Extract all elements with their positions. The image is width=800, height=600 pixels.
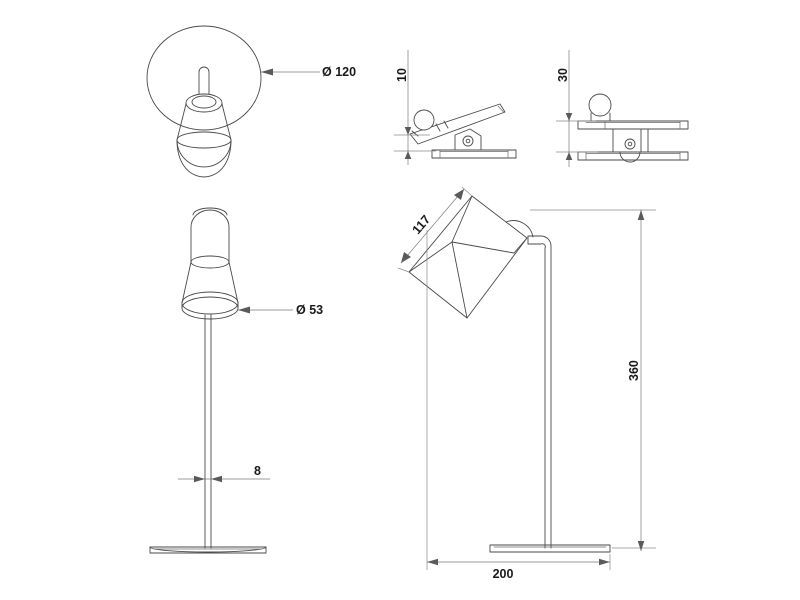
dim-label-200: 200	[493, 567, 514, 581]
dim-ext-117-high	[461, 186, 473, 197]
front-shade-rim-outer	[181, 291, 239, 315]
detail2-pivot-center	[627, 141, 633, 147]
view-detail-level: 30	[556, 50, 689, 167]
detail1-arm-cap	[497, 105, 505, 113]
dim-arrow-360-bottom	[637, 541, 645, 551]
dim-arrow-10-top	[404, 127, 412, 135]
dim-label-360: 360	[627, 360, 641, 381]
dim-label-dia53: Ø 53	[296, 303, 323, 317]
detail2-ball-head	[588, 93, 612, 117]
dim-arrow-360-top	[637, 210, 645, 220]
dim-arrow-117-low	[401, 252, 411, 263]
dim-label-30: 30	[556, 68, 570, 82]
side-base-plate	[489, 544, 611, 553]
detail1-arm	[409, 103, 506, 145]
front-shade-rim-edges	[181, 302, 239, 309]
front-head-top-arc	[192, 207, 228, 216]
side-head-cap	[505, 220, 534, 238]
detail1-base-plate	[431, 149, 517, 159]
dim-label-117: 117	[410, 212, 434, 236]
dim-arrow-117-high	[454, 189, 464, 200]
side-shade-seam2	[451, 241, 468, 319]
detail1-arm-seam1	[435, 123, 441, 132]
view-front: Ø 53 8	[149, 207, 323, 554]
front-base-plate	[149, 546, 267, 554]
top-view-shade-sides	[176, 103, 232, 141]
top-view-collar-inner	[191, 95, 217, 109]
top-view-collar-outer	[185, 93, 223, 113]
side-shade-seam3	[451, 195, 473, 243]
dim-label-dia120: Ø 120	[322, 65, 356, 79]
top-view-shade-ellipse	[176, 131, 232, 149]
side-head-cap-edge	[513, 237, 528, 254]
detail1-arm-seam2	[443, 120, 449, 129]
dim-arrow-8-right	[211, 475, 222, 483]
front-head-cylinder	[190, 209, 230, 263]
top-view-shade-arcbase	[176, 139, 232, 168]
dim-arrow-10-bottom	[404, 151, 412, 159]
dim-ext-117-low	[397, 267, 410, 273]
dim-line-117	[400, 188, 465, 264]
detail1-pivot-center	[465, 138, 471, 144]
detail1-pivot	[462, 135, 474, 147]
side-arm-inner	[527, 243, 546, 549]
detail2-ball-neck	[590, 112, 611, 122]
front-shade-sides	[181, 261, 239, 304]
dim-arrow-8-left	[194, 475, 205, 483]
dim-arrow-30-bottom	[565, 152, 573, 160]
side-arm-outer	[527, 235, 552, 549]
top-view-shade-outline	[176, 139, 232, 178]
detail1-ball-head	[413, 109, 435, 131]
detail1-joint-block	[454, 128, 482, 151]
view-side: 117 360 200	[397, 186, 656, 581]
detail2-base-plate	[577, 151, 689, 161]
dim-label-10: 10	[395, 68, 409, 82]
detail2-yoke	[612, 128, 649, 153]
side-shade-seam	[408, 241, 515, 273]
dim-arrow-dia53	[238, 306, 250, 314]
dim-arrow-dia120	[261, 68, 273, 76]
detail2-pivot-arc	[619, 151, 641, 163]
front-head-seam	[190, 255, 230, 269]
dim-arrow-200-left	[427, 558, 438, 566]
view-top: Ø 120	[146, 25, 356, 178]
dim-arrow-30-top	[565, 113, 573, 121]
dim-arrow-200-right	[599, 558, 610, 566]
detail2-arm-plate	[577, 120, 689, 130]
detail2-pivot	[624, 138, 636, 150]
dim-label-8: 8	[254, 464, 261, 478]
top-view-base-circle	[146, 25, 262, 131]
front-shade-rim-lower	[181, 296, 239, 320]
front-base-arc	[149, 546, 267, 553]
view-detail-tilted: 10	[394, 50, 517, 165]
